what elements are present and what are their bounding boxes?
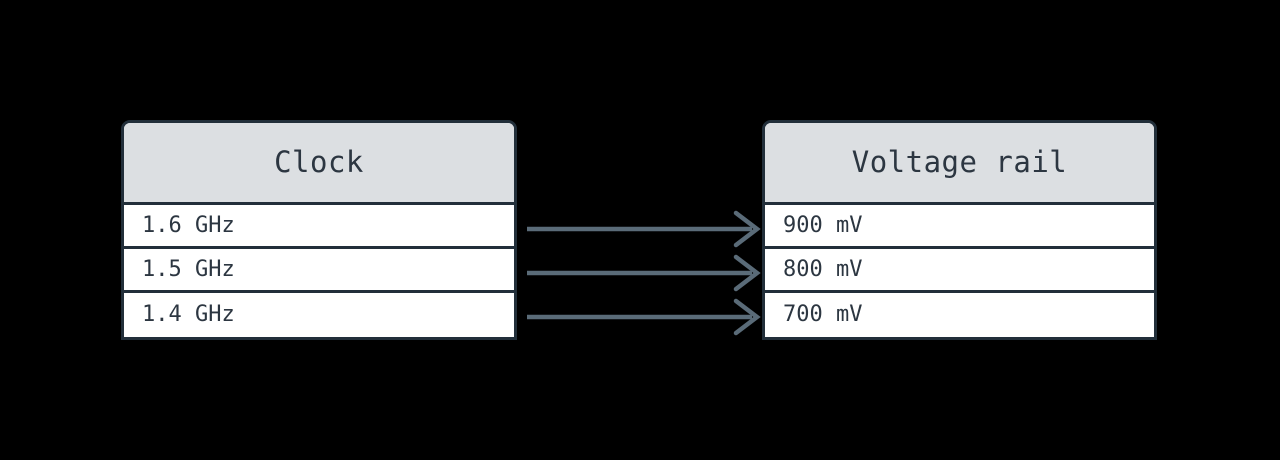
node-voltage-rail-row-label: 900 mV <box>783 212 863 238</box>
node-clock-title: Clock <box>274 145 364 179</box>
node-voltage-rail[interactable]: Voltage rail 900 mV 800 mV 700 mV <box>762 120 1157 340</box>
node-voltage-rail-row[interactable]: 900 mV <box>765 205 1154 249</box>
arrow-right-icon <box>733 254 761 292</box>
node-clock-rows: 1.6 GHz 1.5 GHz 1.4 GHz <box>124 205 514 337</box>
edge-clock-to-voltage-2 <box>527 298 761 336</box>
edge-clock-to-voltage-1 <box>527 254 761 292</box>
node-clock-row-label: 1.5 GHz <box>142 256 235 282</box>
arrow-right-icon <box>733 298 761 336</box>
node-clock-row[interactable]: 1.6 GHz <box>124 205 514 249</box>
node-clock-header: Clock <box>124 123 514 205</box>
node-voltage-rail-title: Voltage rail <box>851 145 1068 179</box>
edge-clock-to-voltage-0 <box>527 210 761 248</box>
node-clock-row[interactable]: 1.4 GHz <box>124 293 514 337</box>
node-voltage-rail-row-label: 800 mV <box>783 256 863 282</box>
node-clock-row[interactable]: 1.5 GHz <box>124 249 514 293</box>
node-clock-row-label: 1.4 GHz <box>142 302 235 327</box>
node-clock[interactable]: Clock 1.6 GHz 1.5 GHz 1.4 GHz <box>121 120 517 340</box>
node-clock-row-label: 1.6 GHz <box>142 212 235 238</box>
node-voltage-rail-header: Voltage rail <box>765 123 1154 205</box>
node-voltage-rail-row[interactable]: 700 mV <box>765 293 1154 337</box>
node-voltage-rail-rows: 900 mV 800 mV 700 mV <box>765 205 1154 337</box>
node-voltage-rail-row-label: 700 mV <box>783 302 863 327</box>
arrow-right-icon <box>733 210 761 248</box>
node-voltage-rail-row[interactable]: 800 mV <box>765 249 1154 293</box>
